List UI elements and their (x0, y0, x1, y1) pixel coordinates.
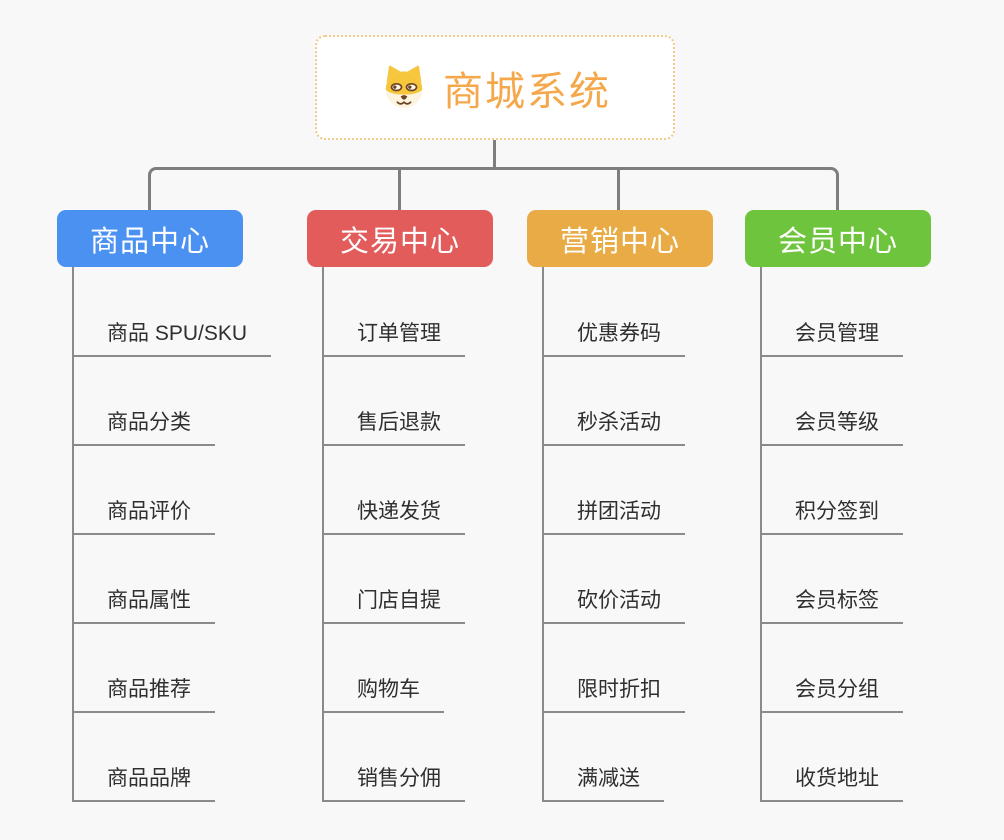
leaf-node[interactable]: 会员管理 (760, 321, 903, 357)
root-node[interactable]: 商城系统 (315, 35, 675, 140)
leaf-node[interactable]: 销售分佣 (322, 766, 465, 802)
leaf-node[interactable]: 订单管理 (322, 321, 465, 357)
branch-column: 商品中心商品 SPU/SKU 商品分类商品评价商品属性商品推荐商品品牌 (57, 210, 297, 810)
leaf-node[interactable]: 会员标签 (760, 588, 903, 624)
leaf-node[interactable]: 积分签到 (760, 499, 903, 535)
connector-right-elbow (494, 167, 839, 210)
leaf-node[interactable]: 满减送 (542, 766, 664, 802)
connector-drop-2 (398, 167, 401, 210)
leaf-node[interactable]: 购物车 (322, 677, 444, 713)
branch-node[interactable]: 交易中心 (307, 210, 493, 267)
branch-node[interactable]: 营销中心 (527, 210, 713, 267)
dog-face-icon (379, 63, 429, 113)
connector-root-drop (493, 140, 496, 169)
leaf-node[interactable]: 优惠券码 (542, 321, 685, 357)
leaf-node[interactable]: 商品评价 (72, 499, 215, 535)
branch-column: 会员中心会员管理会员等级积分签到会员标签会员分组收货地址 (745, 210, 985, 810)
leaf-node[interactable]: 收货地址 (760, 766, 903, 802)
leaf-node[interactable]: 门店自提 (322, 588, 465, 624)
branch-node[interactable]: 会员中心 (745, 210, 931, 267)
leaf-node[interactable]: 商品属性 (72, 588, 215, 624)
branch-column: 交易中心订单管理售后退款快递发货门店自提购物车销售分佣 (307, 210, 547, 810)
leaf-node[interactable]: 售后退款 (322, 410, 465, 446)
leaf-node[interactable]: 砍价活动 (542, 588, 685, 624)
root-title: 商城系统 (443, 69, 611, 114)
branch-node[interactable]: 商品中心 (57, 210, 243, 267)
leaf-node[interactable]: 会员分组 (760, 677, 903, 713)
leaf-node[interactable]: 商品品牌 (72, 766, 215, 802)
leaf-node[interactable]: 会员等级 (760, 410, 903, 446)
leaf-node[interactable]: 秒杀活动 (542, 410, 685, 446)
connector-left-elbow (148, 167, 494, 210)
branch-column: 营销中心优惠券码秒杀活动拼团活动砍价活动限时折扣满减送 (527, 210, 767, 810)
leaf-node[interactable]: 拼团活动 (542, 499, 685, 535)
leaf-node[interactable]: 商品推荐 (72, 677, 215, 713)
leaf-node[interactable]: 商品 SPU/SKU (72, 321, 272, 357)
connector-drop-3 (617, 167, 620, 210)
leaf-node[interactable]: 限时折扣 (542, 677, 685, 713)
leaf-node[interactable]: 商品分类 (72, 410, 215, 446)
leaf-node[interactable]: 快递发货 (322, 499, 465, 535)
